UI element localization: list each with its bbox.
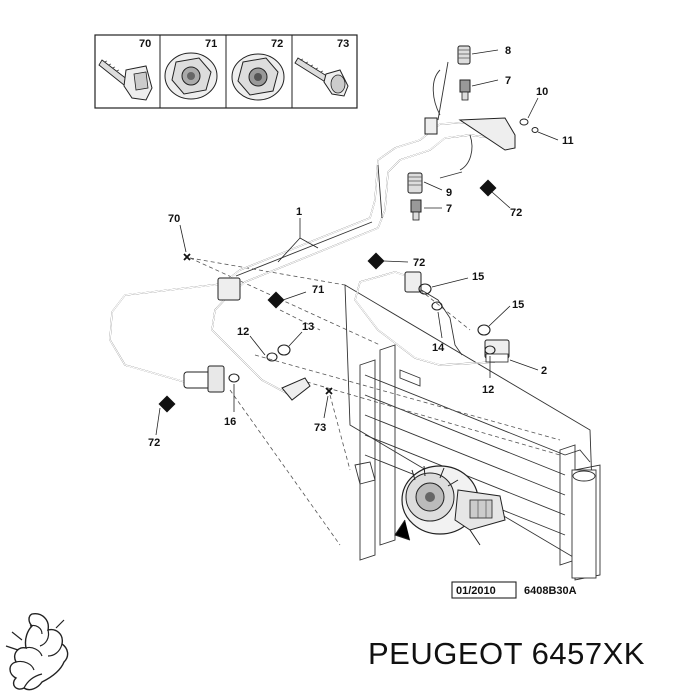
reference-code: 6408B30A — [524, 585, 577, 597]
callout-12-right: 12 — [482, 384, 494, 396]
inset-label-73: 73 — [337, 38, 349, 50]
fastener-inset: 70 71 72 73 — [94, 34, 358, 109]
valve-cap-icon — [407, 172, 423, 194]
part-brand-and-number: PEUGEOT 6457XK — [368, 636, 645, 671]
callout-14: 14 — [432, 342, 445, 354]
condenser-assembly — [344, 284, 601, 581]
leader-lines — [155, 49, 559, 436]
schrader-valve-icon — [410, 199, 422, 221]
bolt-marker-icon — [183, 253, 191, 261]
nut-marker-icon — [367, 252, 385, 270]
callout-labels: 8 7 10 11 9 7 72 1 70 71 72 15 15 14 2 1… — [148, 45, 574, 449]
callout-9: 9 — [446, 187, 452, 199]
callout-15-lower: 15 — [512, 299, 524, 311]
hex-nut-icon — [231, 53, 285, 101]
reference-block: 01/2010 6408B30A — [451, 581, 577, 599]
callout-7-upper: 7 — [505, 75, 511, 87]
o-ring-icon — [519, 118, 529, 126]
inset-label-72: 72 — [271, 38, 283, 50]
nut-marker-icon — [267, 291, 285, 309]
stud-bolt-icon — [294, 57, 349, 97]
callout-2: 2 — [541, 365, 547, 377]
callout-12-left: 12 — [237, 326, 249, 338]
reference-date: 01/2010 — [456, 585, 496, 597]
nut-marker-icon — [158, 395, 176, 413]
ac-pipe-assembly — [109, 61, 516, 401]
callout-15-upper: 15 — [472, 271, 484, 283]
callout-8: 8 — [505, 45, 511, 57]
flange-nut-icon — [164, 52, 218, 100]
callout-10: 10 — [536, 86, 548, 98]
peugeot-lion-logo — [5, 613, 69, 691]
bolt-clip-icon — [98, 59, 153, 101]
valve-cap-icon — [457, 45, 471, 65]
schrader-valve-icon — [459, 79, 471, 101]
inset-label-70: 70 — [139, 38, 151, 50]
compressor-illustration — [394, 465, 506, 546]
inset-label-71: 71 — [205, 38, 217, 50]
reference-dashes — [189, 257, 561, 546]
callout-72-center: 72 — [413, 257, 425, 269]
callout-71: 71 — [312, 284, 324, 296]
callout-13: 13 — [302, 321, 314, 333]
callout-11: 11 — [562, 135, 574, 147]
callout-73: 73 — [314, 422, 326, 434]
callout-70: 70 — [168, 213, 180, 225]
callout-1: 1 — [296, 206, 302, 218]
callout-16: 16 — [224, 416, 236, 428]
callout-72-left: 72 — [148, 437, 160, 449]
bolt-marker-icon — [325, 387, 333, 395]
callout-7-lower: 7 — [446, 203, 452, 215]
callout-72-right: 72 — [510, 207, 522, 219]
